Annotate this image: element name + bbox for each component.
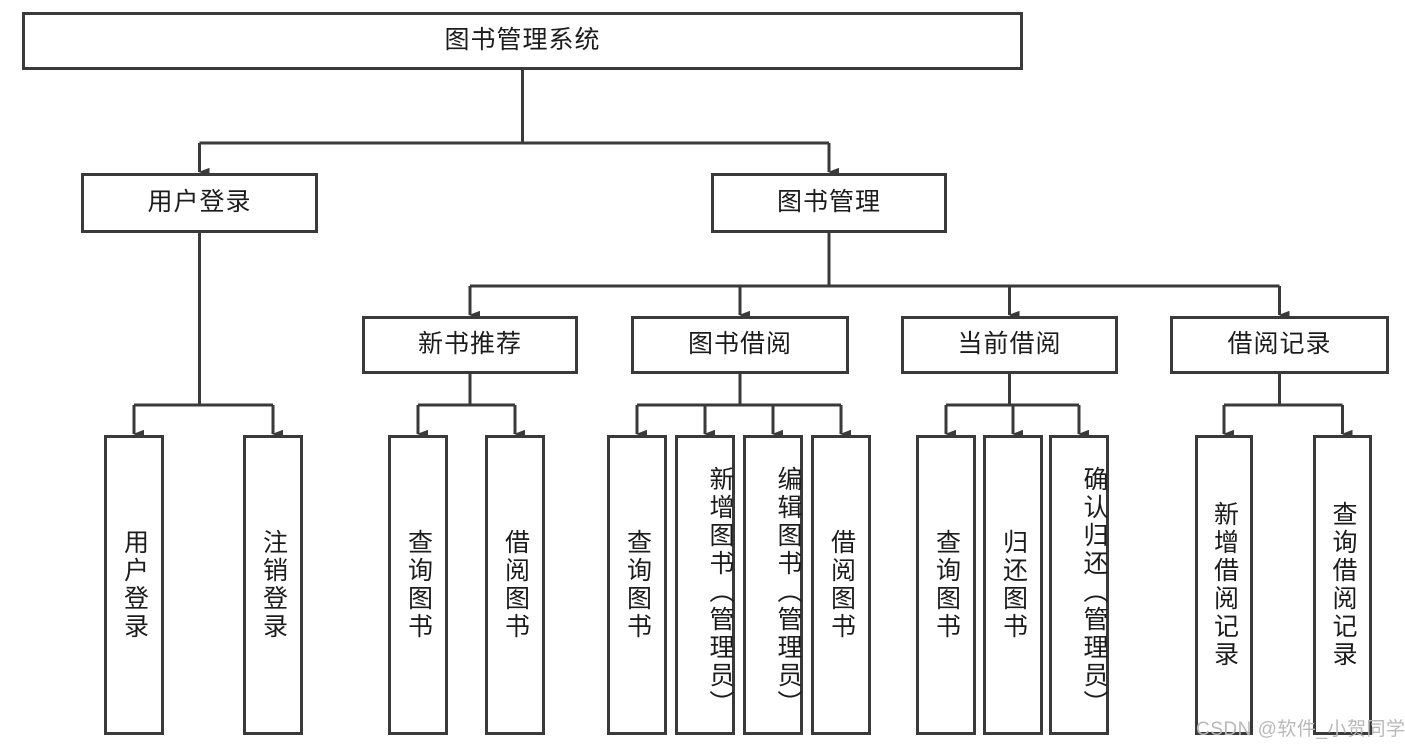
node-current-borrow-label: 当前借阅 [957,330,1062,359]
node-book-borrow[interactable]: 图书借阅 [631,316,849,374]
leaf-query-borrow-record-label: 查询借阅记录 [1329,501,1357,669]
leaf-add-book-admin[interactable]: 新增图书（管理员） [675,435,735,735]
leaf-borrow-book-recommend[interactable]: 借阅图书 [485,435,545,735]
node-user-login[interactable]: 用户登录 [81,173,318,233]
leaf-borrow-book-recommend-label: 借阅图书 [501,529,530,641]
watermark: CSDN @软件_小贺同学 [1196,719,1405,740]
leaf-add-borrow-record-label: 新增借阅记录 [1210,501,1239,669]
leaf-query-book-borrow[interactable]: 查询图书 [607,435,667,735]
leaf-user-login[interactable]: 用户登录 [104,435,164,735]
leaf-borrow-book-label: 借阅图书 [827,529,856,641]
leaf-query-borrow-record[interactable]: 查询借阅记录 [1313,435,1372,735]
leaf-confirm-return-admin-label: 确认归还（管理员） [1080,466,1108,718]
leaf-logout-label: 注销登录 [259,529,288,641]
leaf-add-book-admin-label: 新增图书（管理员） [706,466,734,718]
leaf-return-book-label: 归还图书 [999,529,1028,641]
leaf-edit-book-admin-label: 编辑图书（管理员） [774,466,802,718]
leaf-query-book-borrow-label: 查询图书 [623,529,652,641]
leaf-confirm-return-admin[interactable]: 确认归还（管理员） [1049,435,1109,735]
leaf-edit-book-admin[interactable]: 编辑图书（管理员） [743,435,803,735]
node-new-book-recommend[interactable]: 新书推荐 [362,316,578,374]
leaf-user-login-label: 用户登录 [120,529,149,641]
leaf-add-borrow-record[interactable]: 新增借阅记录 [1195,435,1253,735]
node-current-borrow[interactable]: 当前借阅 [901,316,1118,374]
node-user-login-label: 用户登录 [147,188,252,217]
leaf-query-book-current[interactable]: 查询图书 [916,435,976,735]
leaf-query-book-recommend-label: 查询图书 [404,529,433,641]
leaf-borrow-book[interactable]: 借阅图书 [811,435,871,735]
node-root-label: 图书管理系统 [444,26,601,55]
node-book-borrow-label: 图书借阅 [687,330,792,359]
leaf-return-book[interactable]: 归还图书 [983,435,1043,735]
node-root[interactable]: 图书管理系统 [22,12,1023,70]
node-borrow-record-label: 借阅记录 [1227,330,1332,359]
node-borrow-record[interactable]: 借阅记录 [1170,316,1389,374]
node-new-book-recommend-label: 新书推荐 [417,330,522,359]
leaf-logout[interactable]: 注销登录 [243,435,303,735]
leaf-query-book-recommend[interactable]: 查询图书 [388,435,448,735]
leaf-query-book-current-label: 查询图书 [932,529,961,641]
node-book-manage-label: 图书管理 [776,188,881,217]
node-book-manage[interactable]: 图书管理 [711,173,947,233]
